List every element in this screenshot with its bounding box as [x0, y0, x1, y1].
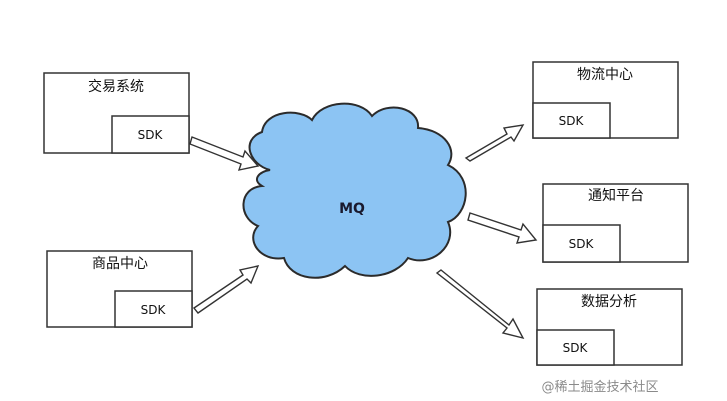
sdk-box	[111, 115, 190, 154]
arrow-icon	[192, 265, 260, 314]
sdk-label: SDK	[141, 303, 167, 317]
producer-trade-system: 交易系统 SDK	[43, 72, 190, 154]
producer-title: 商品中心	[92, 256, 148, 272]
consumer-notification-platform: 通知平台 SDK	[542, 183, 689, 263]
sdk-box	[536, 329, 615, 366]
consumer-title: 物流中心	[577, 67, 633, 83]
producer-product-center: 商品中心 SDK	[46, 250, 193, 328]
arrow-icon	[189, 136, 260, 171]
sdk-label: SDK	[569, 237, 595, 251]
consumer-data-analysis: 数据分析 SDK	[536, 288, 683, 366]
arrows	[189, 124, 538, 340]
consumer-title: 数据分析	[581, 294, 637, 310]
sdk-box	[542, 224, 621, 263]
sdk-box	[532, 102, 611, 139]
mq-cloud: MQ	[242, 102, 467, 279]
producer-title: 交易系统	[88, 78, 144, 95]
sdk-label: SDK	[563, 341, 589, 355]
arrow-icon	[464, 124, 525, 162]
sdk-label: SDK	[138, 128, 164, 142]
mq-label: MQ	[339, 201, 365, 217]
consumer-logistics-center: 物流中心 SDK	[532, 61, 679, 139]
sdk-box	[114, 290, 193, 328]
sdk-label: SDK	[559, 114, 585, 128]
arrow-icon	[467, 212, 538, 244]
consumer-title: 通知平台	[588, 187, 644, 204]
arrow-icon	[435, 269, 525, 340]
watermark: @稀土掘金技术社区	[541, 379, 658, 395]
